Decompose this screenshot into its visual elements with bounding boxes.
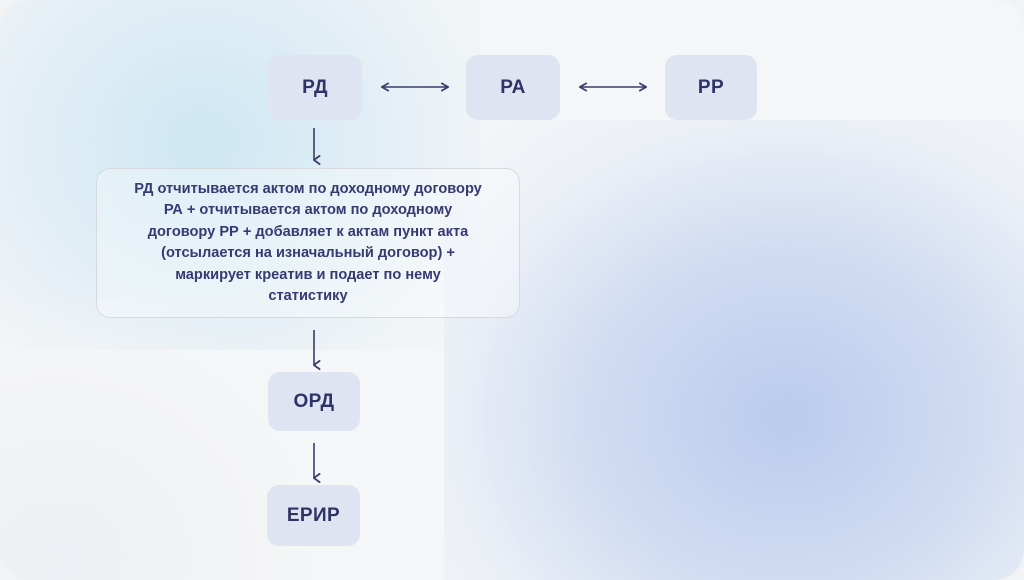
node-rp-label: РР [697, 76, 725, 98]
node-ra-label: РА [500, 76, 526, 98]
node-ra[interactable]: РА [466, 55, 560, 120]
description-panel-text: РД отчитывается актом по доходному догов… [134, 180, 482, 305]
node-rd[interactable]: РД [268, 55, 362, 120]
node-ord-label: ОРД [293, 390, 335, 412]
description-panel: РД отчитывается актом по доходному догов… [96, 168, 520, 318]
node-erir-label: ЕРИР [286, 504, 341, 526]
node-ord[interactable]: ОРД [268, 372, 360, 431]
node-rp[interactable]: РР [665, 55, 757, 120]
node-rd-label: РД [302, 76, 328, 98]
node-erir[interactable]: ЕРИР [267, 485, 360, 546]
